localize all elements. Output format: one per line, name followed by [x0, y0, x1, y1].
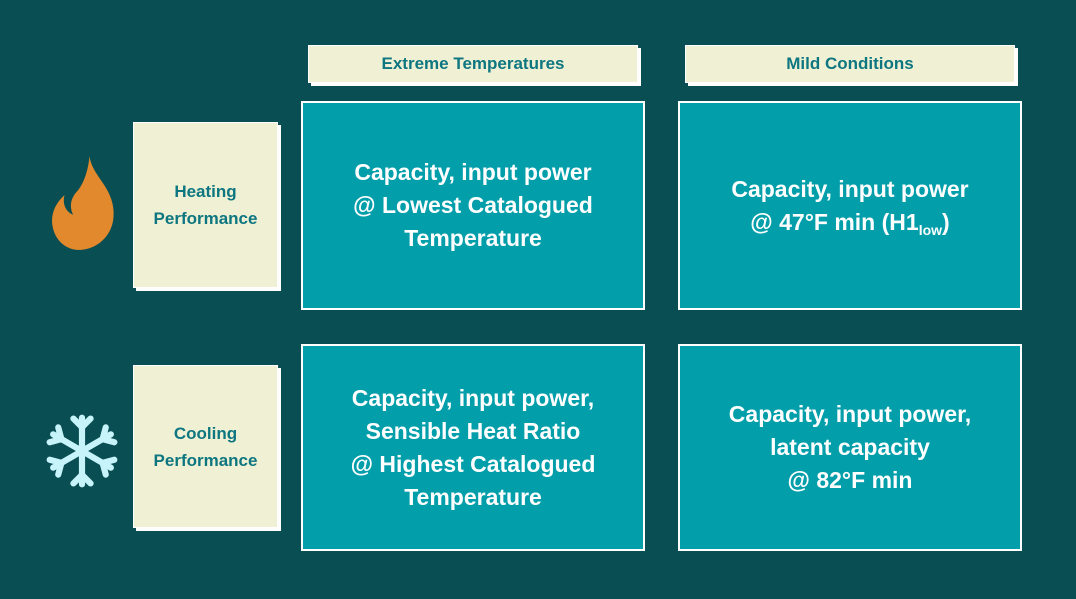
formula-subscript: low — [918, 221, 943, 238]
column-header-extreme-temperatures: Extreme Temperatures — [308, 45, 638, 83]
flame-icon — [50, 156, 116, 254]
snowflake-icon — [42, 408, 122, 494]
cell-cooling-mild: Capacity, input power, latent capacity @… — [678, 344, 1022, 551]
row-label-line: Performance — [153, 209, 258, 228]
row-label-cooling-performance: Cooling Performance — [133, 365, 278, 528]
cell-text-line: Capacity, input power, — [351, 384, 595, 411]
column-header-label: Extreme Temperatures — [381, 54, 565, 73]
cell-text-line: Sensible Heat Ratio — [365, 417, 581, 444]
cell-text-line: Capacity, input power — [731, 175, 969, 202]
cell-text-line: latent capacity — [770, 434, 930, 460]
formula-suffix: ) — [942, 208, 950, 235]
cell-heating-extreme: Capacity, input power @ Lowest Catalogue… — [301, 101, 645, 310]
column-header-label: Mild Conditions — [786, 54, 914, 73]
cell-text-line: Temperature — [404, 225, 542, 251]
cell-heating-mild: Capacity, input power @ 47°F min (H1low) — [678, 101, 1022, 310]
cell-text-line: Temperature — [404, 483, 542, 510]
cell-cooling-extreme: Capacity, input power, Sensible Heat Rat… — [301, 344, 645, 551]
cell-text-line: @ Highest Catalogued — [350, 450, 596, 477]
row-label-heating-performance: Heating Performance — [133, 122, 278, 288]
row-label-line: Cooling — [173, 423, 238, 443]
cell-text-line: @ 47°F min (H1low) — [750, 206, 949, 239]
row-label-line: Heating — [174, 182, 237, 201]
column-header-mild-conditions: Mild Conditions — [685, 45, 1015, 83]
cell-text-line: @ Lowest Catalogued — [353, 192, 593, 218]
row-label-line: Performance — [153, 450, 258, 470]
cell-text-line: Capacity, input power, — [728, 401, 972, 427]
formula-prefix: @ 47°F min (H1 — [750, 208, 919, 235]
cell-text-line: Capacity, input power — [354, 159, 592, 185]
cell-text-line: @ 82°F min — [787, 467, 913, 493]
